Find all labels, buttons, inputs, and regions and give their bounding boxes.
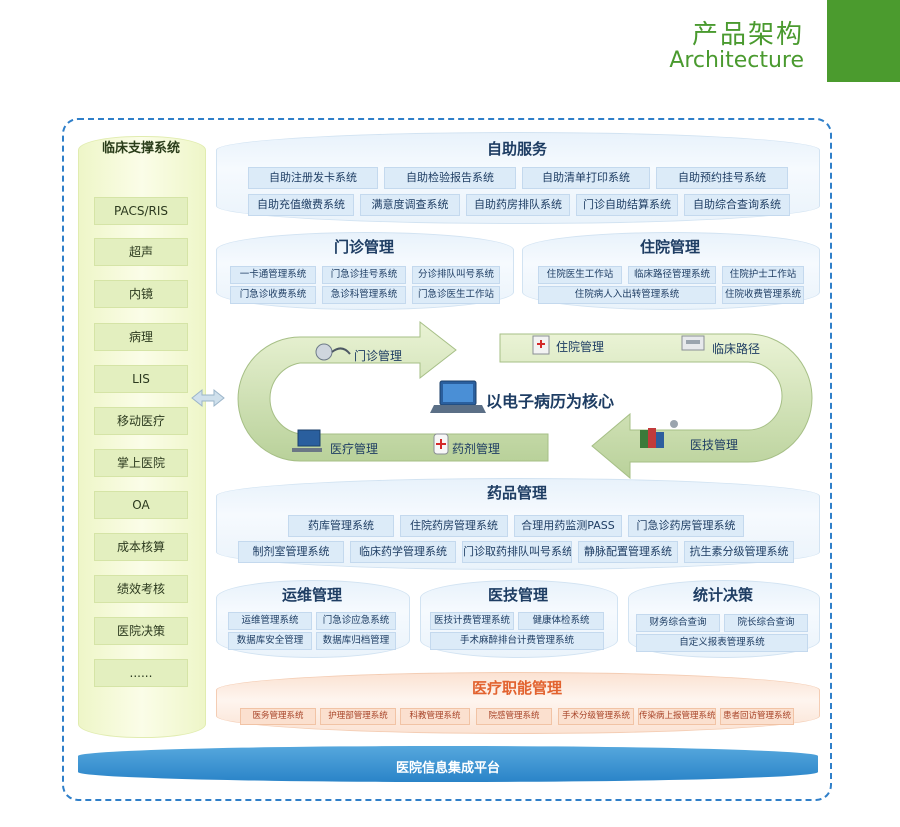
system-pill: 数据库安全管理 <box>228 632 312 650</box>
system-pill: 自助预约挂号系统 <box>656 167 788 189</box>
support-item: ...... <box>94 659 188 687</box>
system-pill: 医技计费管理系统 <box>430 612 514 630</box>
emr-core-label: 以电子病历为核心 <box>486 392 615 411</box>
system-pill: 运维管理系统 <box>228 612 312 630</box>
system-pill: 临床药学管理系统 <box>350 541 456 563</box>
laptop-icon <box>430 380 486 413</box>
system-pill: 制剂室管理系统 <box>238 541 344 563</box>
medtech-title: 医技管理 <box>487 586 548 604</box>
system-pill: 门急诊医生工作站 <box>412 286 500 304</box>
support-item: PACS/RIS <box>94 197 188 225</box>
drug-title: 药品管理 <box>486 484 547 502</box>
double-arrow-connector <box>191 388 225 408</box>
support-item: OA <box>94 491 188 519</box>
architecture-frame <box>62 118 832 801</box>
bed-monitor-icon <box>681 335 705 351</box>
system-pill: 门急诊应急系统 <box>316 612 396 630</box>
system-pill: 传染病上报管理系统 <box>638 708 716 725</box>
system-pill: 医务管理系统 <box>240 708 316 725</box>
system-pill: 门急诊收费系统 <box>230 286 316 304</box>
integration-platform-label: 医院信息集成平台 <box>395 761 500 776</box>
system-pill: 门诊取药排队叫号系统 <box>462 541 572 563</box>
system-pill: 健康体检系统 <box>518 612 604 630</box>
integration-platform-bar <box>78 746 818 782</box>
system-pill: 住院药房管理系统 <box>400 515 508 537</box>
support-item: 成本核算 <box>94 533 188 561</box>
loop-arrow-left <box>237 320 549 462</box>
support-item: 移动医疗 <box>94 407 188 435</box>
loop-arrow-right <box>499 333 813 480</box>
system-pill: 一卡通管理系统 <box>230 266 316 284</box>
system-pill: 住院收费管理系统 <box>722 286 804 304</box>
cycle-label-pharmacy: 药剂管理 <box>452 442 501 456</box>
system-pill: 门急诊挂号系统 <box>322 266 406 284</box>
self-service-title: 自助服务 <box>486 140 547 158</box>
support-item: 病理 <box>94 323 188 351</box>
system-pill: 急诊科管理系统 <box>322 286 406 304</box>
cycle-label-outpatient: 门诊管理 <box>354 349 403 363</box>
system-pill: 住院病人入出转管理系统 <box>538 286 716 304</box>
system-pill: 院长综合查询 <box>724 614 808 632</box>
system-pill: 住院护士工作站 <box>722 266 804 284</box>
system-pill: 自定义报表管理系统 <box>636 634 808 652</box>
support-item: LIS <box>94 365 188 393</box>
hospital-building-icon <box>532 335 550 355</box>
system-pill: 静脉配置管理系统 <box>578 541 678 563</box>
system-pill: 满意度调查系统 <box>360 194 460 216</box>
system-pill: 手术麻醉排台计费管理系统 <box>430 632 604 650</box>
support-item: 掌上医院 <box>94 449 188 477</box>
system-pill: 药库管理系统 <box>288 515 394 537</box>
system-pill: 临床路径管理系统 <box>628 266 716 284</box>
system-pill: 分诊排队叫号系统 <box>412 266 500 284</box>
outpatient-title: 门诊管理 <box>333 238 394 256</box>
cycle-label-medical: 医疗管理 <box>330 442 379 456</box>
clinical-support-title: 临床支撑系统 <box>101 141 180 156</box>
system-pill: 护理部管理系统 <box>320 708 396 725</box>
system-pill: 院感管理系统 <box>476 708 552 725</box>
system-pill: 科教管理系统 <box>400 708 470 725</box>
computer-icon <box>292 429 322 452</box>
support-item: 绩效考核 <box>94 575 188 603</box>
system-pill: 自助综合查询系统 <box>684 194 790 216</box>
system-pill: 自助药房排队系统 <box>466 194 570 216</box>
cycle-label-pathway: 临床路径 <box>712 342 761 356</box>
cycle-label-medtech: 医技管理 <box>690 438 739 452</box>
system-pill: 住院医生工作站 <box>538 266 622 284</box>
support-item: 超声 <box>94 238 188 266</box>
functional-title: 医疗职能管理 <box>471 679 562 697</box>
stethoscope-icon <box>315 343 351 361</box>
system-pill: 自助注册发卡系统 <box>248 167 378 189</box>
system-pill: 自助充值缴费系统 <box>248 194 354 216</box>
ops-title: 运维管理 <box>281 586 342 604</box>
system-pill: 门诊自助结算系统 <box>576 194 678 216</box>
system-pill: 门急诊药房管理系统 <box>628 515 744 537</box>
page-subtitle: Architecture <box>669 48 804 73</box>
medicine-bottle-icon <box>433 433 449 455</box>
microscope-books-icon <box>640 420 678 448</box>
system-pill: 自助检验报告系统 <box>384 167 516 189</box>
inpatient-title: 住院管理 <box>639 238 700 256</box>
system-pill: 手术分级管理系统 <box>558 708 634 725</box>
stats-title: 统计决策 <box>692 586 753 604</box>
support-item: 医院决策 <box>94 617 188 645</box>
system-pill: 合理用药监测PASS <box>514 515 622 537</box>
system-pill: 财务综合查询 <box>636 614 720 632</box>
system-pill: 数据库归档管理 <box>316 632 396 650</box>
system-pill: 抗生素分级管理系统 <box>684 541 794 563</box>
cycle-label-inpatient: 住院管理 <box>556 340 605 354</box>
support-item: 内镜 <box>94 280 188 308</box>
brand-block <box>827 0 900 82</box>
system-pill: 患者回访管理系统 <box>720 708 794 725</box>
system-pill: 自助清单打印系统 <box>522 167 650 189</box>
page-title: 产品架构 <box>691 20 804 50</box>
